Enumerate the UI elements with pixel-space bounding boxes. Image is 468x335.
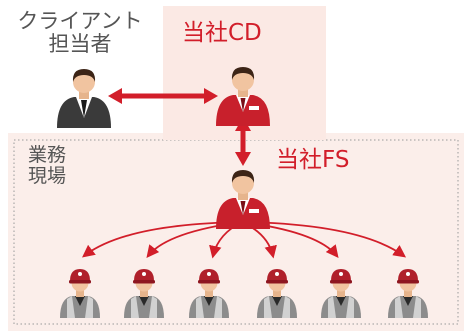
client-label-line2: 担当者	[48, 31, 112, 56]
client-person-icon	[57, 69, 111, 128]
client-cd-arrow	[108, 88, 218, 104]
company-cd-label: 当社CD	[182, 20, 262, 46]
client-label-line1: クライアント	[17, 9, 143, 33]
client-label: クライアント 担当者	[4, 10, 156, 55]
site-label-line2: 現場	[28, 164, 67, 187]
company-fs-label: 当社FS	[276, 147, 350, 173]
site-label: 業務 現場	[28, 145, 66, 186]
site-label-line1: 業務	[28, 144, 67, 166]
